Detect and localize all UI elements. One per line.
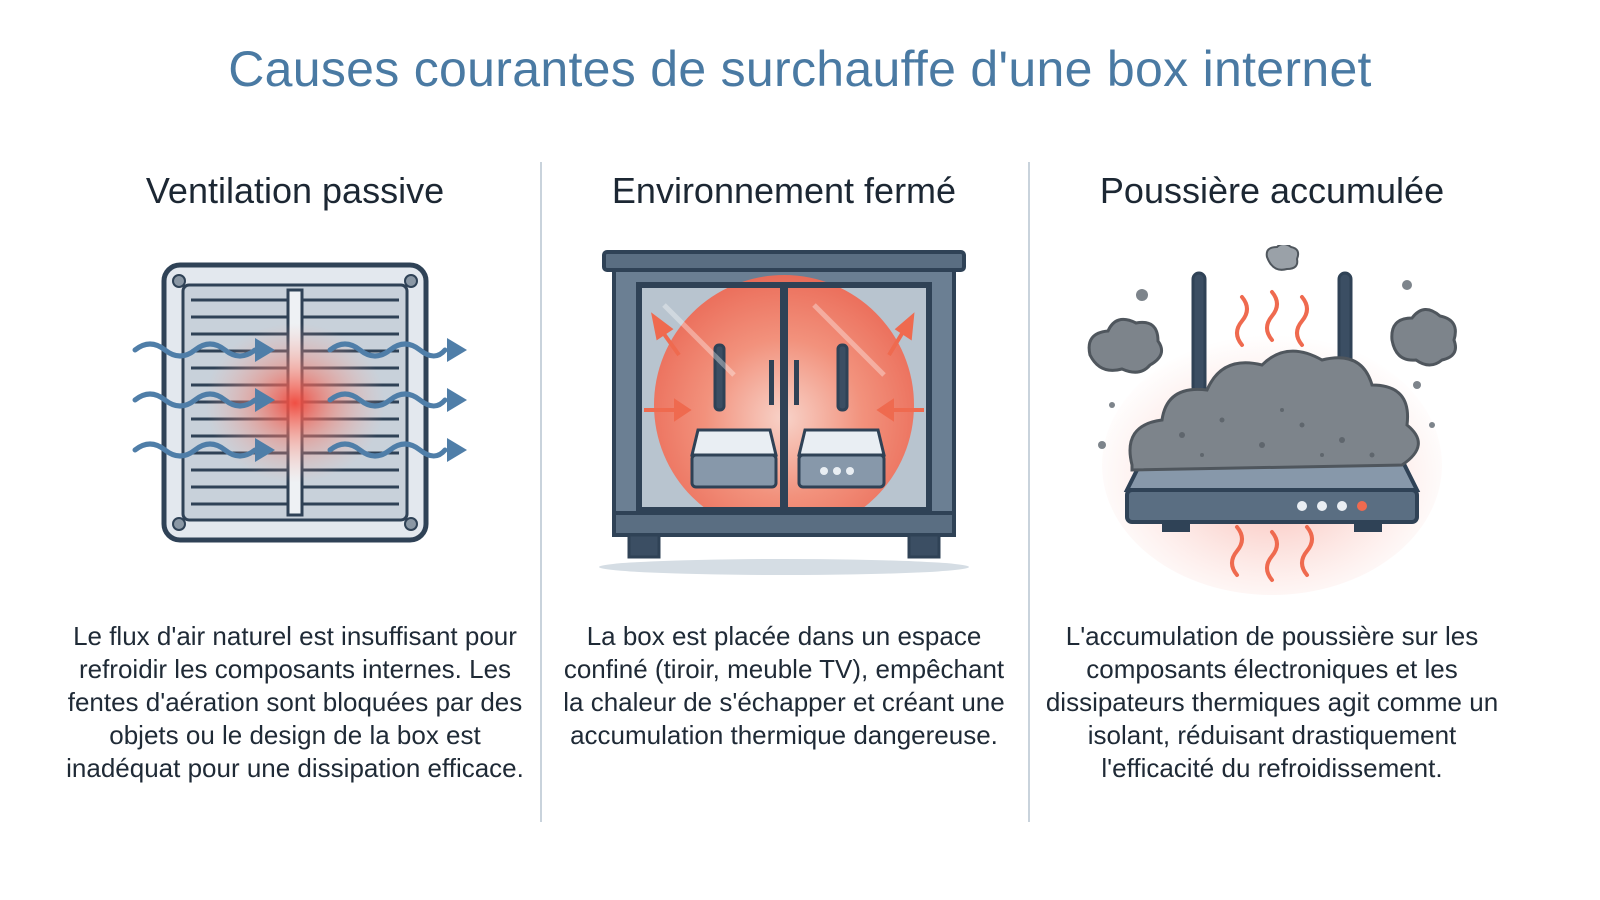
cause-description: La box est placée dans un espace confiné… (563, 621, 1005, 750)
column-divider-right (1028, 162, 1030, 822)
cause-heading: Ventilation passive (145, 170, 445, 211)
page-title: Causes courantes de surchauffe d'une box… (228, 41, 1372, 97)
column-divider-left (540, 162, 542, 822)
cause-ventilation-passive: Ventilation passive (45, 160, 545, 840)
closed-cabinet-router-icon (584, 245, 984, 595)
cause-environnement-ferme: Environnement fermé (534, 160, 1034, 840)
cause-poussiere-accumulee: Poussière accumulée (1022, 160, 1522, 840)
dusty-router-icon (1072, 245, 1472, 595)
ventilation-grille-icon (95, 245, 495, 595)
cause-heading: Poussière accumulée (1099, 170, 1445, 211)
cause-description: L'accumulation de poussière sur les comp… (1045, 621, 1499, 783)
cause-heading: Environnement fermé (611, 170, 957, 211)
cause-description: Le flux d'air naturel est insuffisant po… (66, 621, 524, 783)
